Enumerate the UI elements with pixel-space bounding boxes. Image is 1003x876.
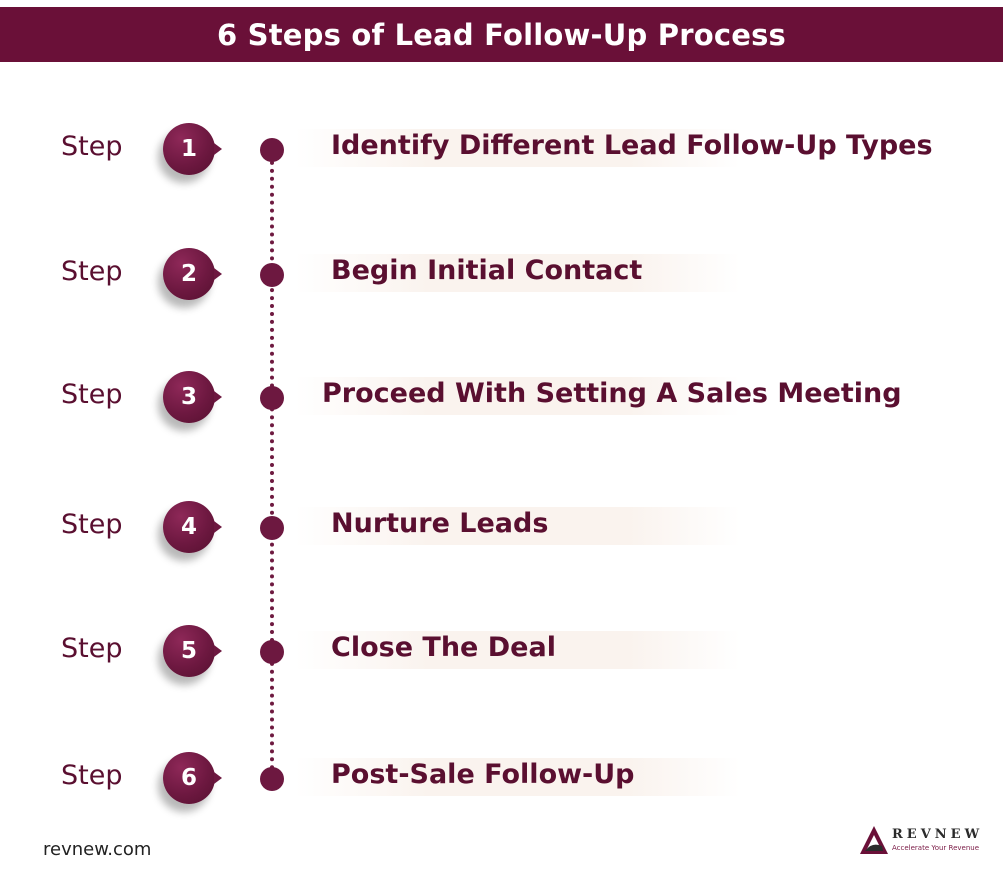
step-row: Step 5 Close The Deal xyxy=(0,625,1003,697)
footer-url: revnew.com xyxy=(43,839,152,860)
logo-name: REVNEW xyxy=(892,827,984,842)
step-number-badge: 2 xyxy=(163,248,222,300)
step-number: 3 xyxy=(180,384,197,410)
step-number: 2 xyxy=(180,261,197,287)
step-number: 5 xyxy=(180,638,197,664)
step-label: Identify Different Lead Follow-Up Types xyxy=(331,130,933,161)
label-highlight xyxy=(295,507,740,545)
step-row: Step 4 Nurture Leads xyxy=(0,501,1003,573)
label-highlight xyxy=(295,377,740,415)
step-number-badge: 3 xyxy=(163,371,222,423)
step-number-badge: 5 xyxy=(163,625,222,677)
step-word: Step xyxy=(61,760,123,791)
step-row: Step 1 Identify Different Lead Follow-Up… xyxy=(0,123,1003,195)
logo-triangle-icon xyxy=(860,826,888,854)
step-number: 4 xyxy=(180,514,197,540)
step-word: Step xyxy=(61,633,123,664)
timeline-dot xyxy=(260,767,284,791)
logo-tagline: Accelerate Your Revenue xyxy=(892,844,980,852)
label-highlight xyxy=(295,129,740,167)
step-row: Step 6 Post-Sale Follow-Up xyxy=(0,752,1003,824)
step-label: Close The Deal xyxy=(331,632,556,663)
step-label: Begin Initial Contact xyxy=(331,255,643,286)
step-word: Step xyxy=(61,379,123,410)
step-word: Step xyxy=(61,256,123,287)
step-number-badge: 1 xyxy=(163,123,222,175)
timeline-dot xyxy=(260,263,284,287)
step-number-badge: 6 xyxy=(163,752,222,804)
step-word: Step xyxy=(61,131,123,162)
label-highlight xyxy=(295,254,740,292)
timeline-connector xyxy=(270,145,274,770)
step-number-badge: 4 xyxy=(163,501,222,553)
page-title: 6 Steps of Lead Follow-Up Process xyxy=(216,17,787,52)
timeline-dot xyxy=(260,386,284,410)
label-highlight xyxy=(295,758,740,796)
step-number: 6 xyxy=(180,765,197,791)
timeline-dot xyxy=(260,516,284,540)
step-row: Step 2 Begin Initial Contact xyxy=(0,248,1003,320)
step-label: Proceed With Setting A Sales Meeting xyxy=(322,378,902,409)
step-row: Step 3 Proceed With Setting A Sales Meet… xyxy=(0,371,1003,443)
label-highlight xyxy=(295,631,740,669)
timeline-dot xyxy=(260,640,284,664)
step-label: Nurture Leads xyxy=(331,508,549,539)
step-number: 1 xyxy=(180,136,197,162)
step-word: Step xyxy=(61,509,123,540)
timeline-dot xyxy=(260,138,284,162)
step-label: Post-Sale Follow-Up xyxy=(331,759,635,790)
revnew-logo: REVNEW Accelerate Your Revenue xyxy=(858,824,980,858)
title-banner: 6 Steps of Lead Follow-Up Process xyxy=(0,7,1003,62)
